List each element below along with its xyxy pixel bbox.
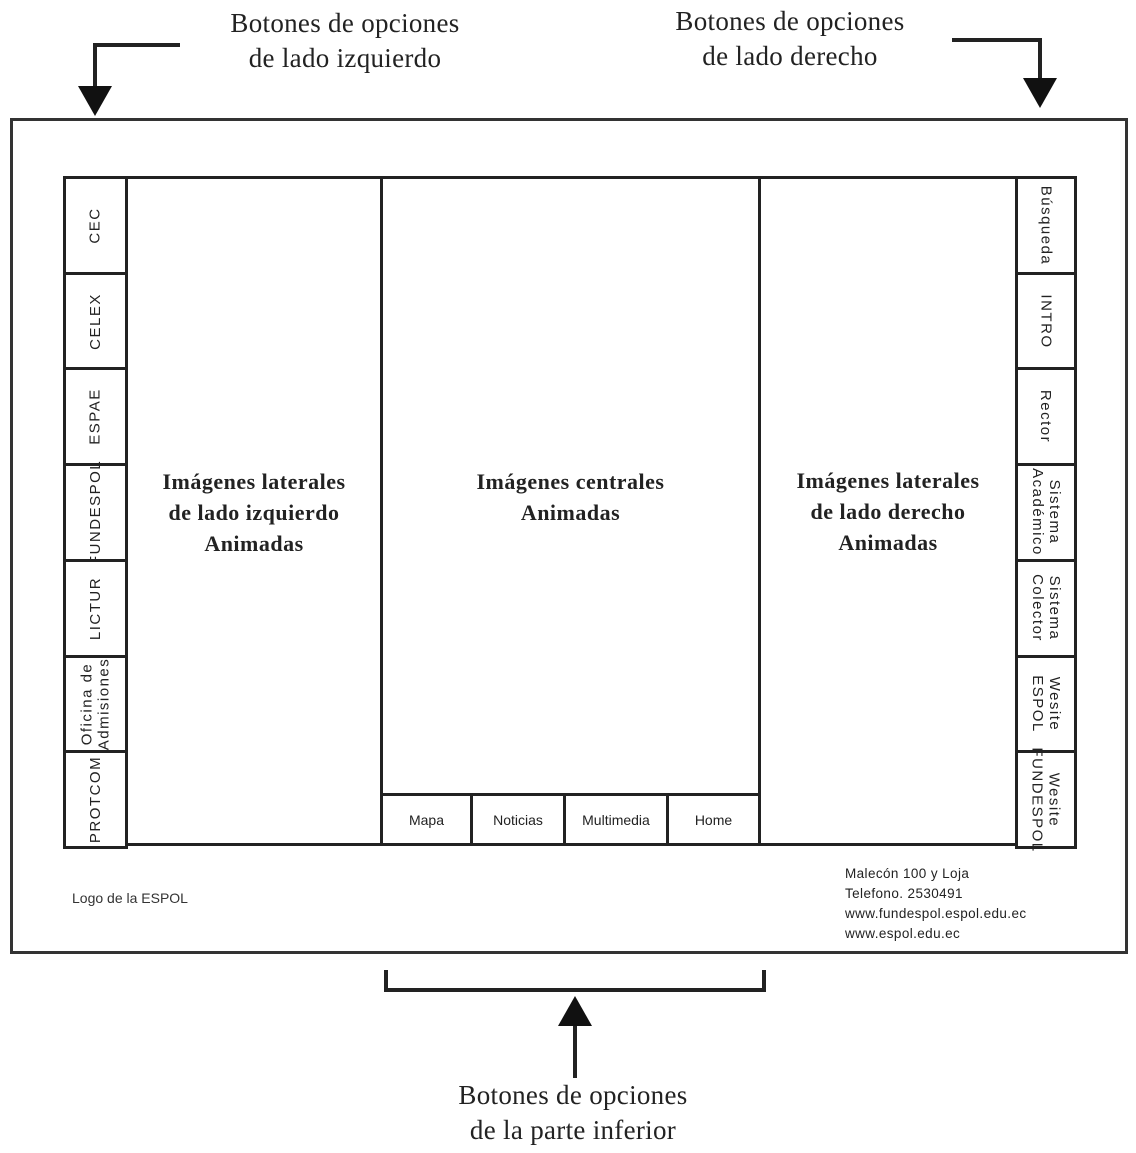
right-button-sistema-académico[interactable]: Sistema Académico bbox=[1015, 463, 1077, 562]
right-button-label: Wesite ESPOL bbox=[1029, 675, 1063, 733]
right-panel-line2: de lado derecho bbox=[810, 499, 966, 524]
bottom-button-multimedia[interactable]: Multimedia bbox=[563, 793, 669, 846]
right-button-label: Wesite FUNDESPOL bbox=[1029, 747, 1063, 853]
left-panel-caption: Imágenes laterales de lado izquierdo Ani… bbox=[128, 466, 380, 559]
right-button-label: Sistema Académico bbox=[1029, 468, 1064, 557]
right-button-intro[interactable]: INTRO bbox=[1015, 271, 1077, 371]
left-button-label: LICTUR bbox=[87, 576, 105, 640]
left-button-cec[interactable]: CEC bbox=[63, 176, 128, 275]
contact-link-espol[interactable]: www.espol.edu.ec bbox=[845, 926, 961, 941]
bottom-button-home[interactable]: Home bbox=[666, 793, 761, 846]
center-panel-caption: Imágenes centrales Animadas bbox=[383, 466, 758, 528]
right-button-wesite-espol[interactable]: Wesite ESPOL bbox=[1015, 654, 1077, 754]
left-button-fundespol[interactable]: FUNDESPOL bbox=[63, 459, 128, 566]
left-button-label: FUNDESPOL bbox=[87, 459, 104, 566]
left-panel-line3: Animadas bbox=[204, 531, 304, 556]
annotation-right-line1: Botones de opciones bbox=[675, 6, 905, 36]
bottom-button-label: Mapa bbox=[408, 811, 445, 828]
annotation-right-line2: de lado derecho bbox=[702, 41, 878, 71]
right-button-label: INTRO bbox=[1037, 293, 1055, 349]
right-button-label: Búsqueda bbox=[1037, 185, 1055, 266]
left-button-protcom[interactable]: PROTCOM bbox=[63, 750, 128, 849]
bottom-button-label: Multimedia bbox=[582, 811, 650, 828]
left-panel-line1: Imágenes laterales bbox=[162, 469, 346, 494]
right-panel-line3: Animadas bbox=[838, 530, 938, 555]
left-button-label: CEC bbox=[86, 207, 104, 244]
contact-info: Malecón 100 y Loja Telefono. 2530491 www… bbox=[845, 864, 1027, 944]
right-button-búsqueda[interactable]: Búsqueda bbox=[1015, 176, 1077, 275]
annotation-left-line1: Botones de opciones bbox=[230, 8, 460, 38]
center-panel-line2: Animadas bbox=[520, 500, 621, 525]
logo-placeholder: Logo de la ESPOL bbox=[72, 890, 188, 906]
bracket-bottom bbox=[384, 970, 766, 992]
annotation-left-buttons: Botones de opciones de lado izquierdo bbox=[190, 6, 500, 76]
right-panel-line1: Imágenes laterales bbox=[796, 468, 980, 493]
left-panel-line2: de lado izquierdo bbox=[168, 500, 340, 525]
arrow-right-line bbox=[952, 38, 1042, 80]
right-image-panel: Imágenes laterales de lado derecho Anima… bbox=[758, 176, 1018, 846]
contact-link-fundespol[interactable]: www.fundespol.espol.edu.ec bbox=[845, 906, 1027, 921]
annotation-bottom-line1: Botones de opciones bbox=[458, 1080, 688, 1110]
contact-address: Malecón 100 y Loja bbox=[845, 866, 970, 881]
left-button-label: CELEX bbox=[86, 292, 104, 350]
right-button-sistema-colector[interactable]: Sistema Colector bbox=[1015, 558, 1077, 658]
bottom-button-mapa[interactable]: Mapa bbox=[380, 793, 473, 846]
right-button-wesite-fundespol[interactable]: Wesite FUNDESPOL bbox=[1015, 747, 1077, 853]
left-image-panel: Imágenes laterales de lado izquierdo Ani… bbox=[125, 176, 383, 846]
center-image-panel: Imágenes centrales Animadas bbox=[380, 176, 761, 846]
right-button-label: Sistema Colector bbox=[1029, 574, 1064, 643]
page-frame bbox=[10, 118, 1128, 954]
contact-phone: Telefono. 2530491 bbox=[845, 886, 963, 901]
left-button-label: ESPAE bbox=[86, 388, 104, 445]
annotation-right-buttons: Botones de opciones de lado derecho bbox=[635, 4, 945, 74]
bottom-button-label: Home bbox=[694, 811, 733, 828]
right-button-rector[interactable]: Rector bbox=[1015, 367, 1077, 467]
left-button-espae[interactable]: ESPAE bbox=[63, 367, 128, 467]
annotation-bottom-line2: de la parte inferior bbox=[469, 1115, 677, 1145]
arrow-left-head bbox=[78, 86, 112, 116]
left-button-oficinade-admisiones[interactable]: Oficina de Admisiones bbox=[63, 654, 128, 754]
left-button-celex[interactable]: CELEX bbox=[63, 271, 128, 371]
annotation-left-line2: de lado izquierdo bbox=[248, 43, 442, 73]
bottom-button-noticias[interactable]: Noticias bbox=[470, 793, 566, 846]
right-panel-caption: Imágenes laterales de lado derecho Anima… bbox=[761, 465, 1015, 558]
right-button-label: Rector bbox=[1037, 390, 1055, 444]
left-button-label: PROTCOM bbox=[87, 756, 105, 844]
left-button-lictur[interactable]: LICTUR bbox=[63, 558, 128, 658]
arrow-right-head bbox=[1023, 78, 1057, 108]
arrow-bottom-head bbox=[558, 996, 592, 1026]
center-panel-line1: Imágenes centrales bbox=[476, 469, 665, 494]
arrow-left-line bbox=[93, 43, 180, 88]
bottom-button-label: Noticias bbox=[493, 811, 543, 828]
left-button-label: Oficina de Admisiones bbox=[78, 657, 113, 751]
annotation-bottom-buttons: Botones de opciones de la parte inferior bbox=[418, 1078, 728, 1148]
